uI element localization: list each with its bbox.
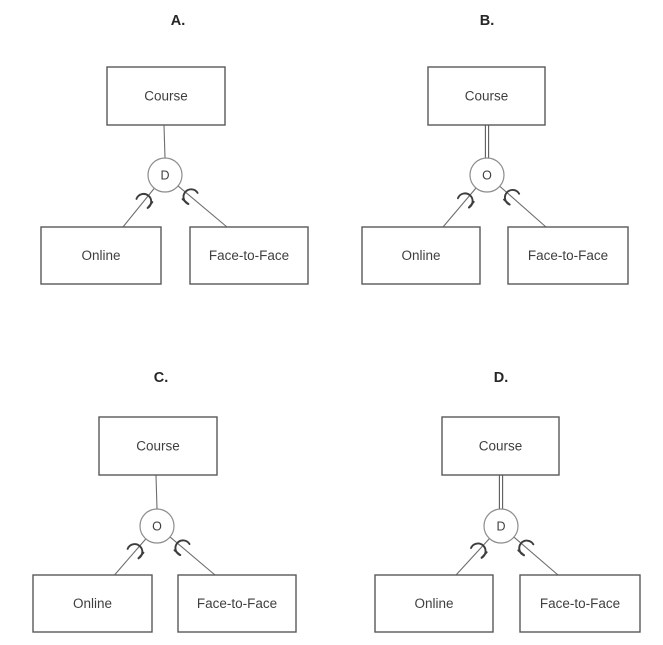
diagram-c-subclass-0-label: Online — [73, 596, 112, 611]
diagram-c-subclass-0-box[interactable] — [32, 574, 153, 633]
diagram-c-superclass-label: Course — [136, 439, 180, 454]
subset-symbol-left — [181, 188, 199, 205]
diagram-b-total-participation-line — [484, 125, 490, 158]
diagram-d-superclass-box[interactable] — [441, 416, 560, 476]
diagram-a-subclass-0-box[interactable] — [40, 226, 162, 285]
subset-symbol-left — [517, 539, 535, 557]
subset-symbol-left — [503, 189, 521, 206]
diagram-c-subclass-1-label: Face-to-Face — [197, 596, 277, 611]
diagram-d-subclass-0-box[interactable] — [374, 574, 494, 633]
diagram-b-subclass-1-label: Face-to-Face — [528, 248, 608, 263]
diagram-c-subclass-1-group: Face-to-Face — [177, 574, 297, 633]
diagram-b-subclass-0-label: Online — [401, 248, 440, 263]
diagram-a-superclass-box[interactable] — [106, 66, 226, 126]
subset-arc-tail — [137, 551, 145, 560]
diagram-b-letter: B. — [480, 13, 495, 29]
diagram-b-superclass-label: Course — [465, 89, 509, 104]
diagram-c-subclass-1-box[interactable] — [177, 574, 297, 633]
subset-arc-tail — [173, 549, 182, 557]
diagram-a-partial-participation-line — [163, 124, 166, 159]
diagram-d-superclass-group: Course — [441, 416, 560, 476]
subset-arc-tail — [517, 549, 525, 557]
diagram-a-constraint-circle[interactable] — [147, 157, 183, 193]
diagram-b-subclass-1-group: Face-to-Face — [507, 226, 629, 285]
diagram-c-superclass-group: Course — [98, 416, 218, 476]
diagram-a-subclass-1-label: Face-to-Face — [209, 248, 289, 263]
diagram-a-subclass-0-group: Online — [40, 226, 162, 285]
diagram-c-subclass-0-group: Online — [32, 574, 153, 633]
subset-symbol-right — [126, 543, 145, 560]
subset-arc-tail — [181, 198, 190, 205]
diagram-b-constraint-circle[interactable] — [469, 157, 505, 193]
subset-symbol-right — [456, 192, 475, 209]
subset-symbol-left — [173, 539, 191, 557]
subset-symbol-right — [470, 542, 488, 559]
diagram-d-constraint-circle[interactable] — [483, 508, 519, 544]
subset-symbol-right — [135, 192, 154, 209]
diagram-b-subclass-1-box[interactable] — [507, 226, 629, 285]
diagram-c-constraint-circle[interactable] — [139, 508, 175, 544]
diagram-d-total-participation-line — [498, 475, 504, 509]
diagram-d-subclass-1-label: Face-to-Face — [540, 596, 620, 611]
diagram-d-subclass-1-group: Face-to-Face — [519, 574, 641, 633]
diagram-a-subclass-line-0 — [122, 187, 155, 228]
subset-arc-tail — [503, 198, 511, 206]
diagram-d-subclass-0-label: Online — [414, 596, 453, 611]
diagram-a-subclass-0-label: Online — [81, 248, 120, 263]
subset-arc-tail — [146, 201, 154, 209]
diagram-b-superclass-group: Course — [427, 66, 546, 126]
diagram-a-subclass-1-group: Face-to-Face — [189, 226, 309, 285]
diagram-d-superclass-label: Course — [479, 439, 523, 454]
diagram-b-constraint-letter: O — [482, 168, 492, 182]
diagram-c-constraint-letter: O — [152, 519, 162, 533]
diagram-c-subclass-line-0 — [114, 538, 147, 576]
diagram-a-subclass-1-box[interactable] — [189, 226, 309, 285]
diagram-a-letter: A. — [171, 13, 186, 29]
diagram-d-letter: D. — [494, 370, 509, 386]
diagram-d-constraint-letter: D — [496, 519, 505, 533]
diagram-a-superclass-label: Course — [144, 89, 188, 104]
diagram-a-superclass-group: Course — [106, 66, 226, 126]
diagram-b-subclass-0-box[interactable] — [361, 226, 481, 285]
diagram-b-subclass-line-0 — [442, 187, 477, 228]
diagram-c-superclass-box[interactable] — [98, 416, 218, 476]
subset-arc-tail — [480, 551, 488, 559]
diagram-d-subclass-0-group: Online — [374, 574, 494, 633]
diagram-b-superclass-box[interactable] — [427, 66, 546, 126]
diagram-b-subclass-0-group: Online — [361, 226, 481, 285]
diagram-a-constraint-letter: D — [160, 168, 169, 182]
subset-arc-tail — [467, 200, 475, 209]
diagram-a-subclass-line-1 — [177, 185, 228, 228]
diagram-d-subclass-1-box[interactable] — [519, 574, 641, 633]
diagram-c-letter: C. — [154, 370, 169, 386]
diagram-d-subclass-line-0 — [455, 538, 490, 576]
diagram-c-partial-participation-line — [155, 474, 158, 510]
